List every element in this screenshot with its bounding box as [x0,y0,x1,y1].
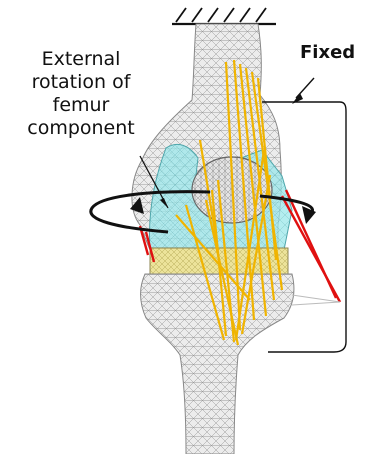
rotation-label-line2: rotation of [6,71,156,94]
rotation-label-line4: component [6,117,156,140]
fixed-label: Fixed [300,44,355,62]
tibia-bone [141,274,294,454]
rotation-label: External rotation of femur component [6,48,156,140]
fixed-pointer-arrow [292,78,314,104]
rotation-label-line1: External [6,48,156,71]
rotation-label-line3: femur [6,94,156,117]
ground-hatch-icon [172,8,276,24]
